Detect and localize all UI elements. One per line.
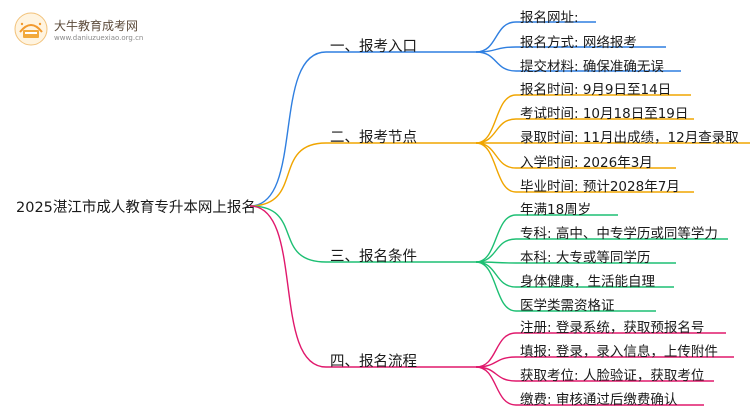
branch-entry: 一、报考入口 xyxy=(330,39,417,55)
branch-to-leaf-connector xyxy=(475,142,517,193)
leaf-timeline-register: 报名时间: 9月9日至14日 xyxy=(520,82,672,98)
logo-url: www.daniuzuexiao.org.cn xyxy=(54,34,144,42)
root-topic: 2025湛江市成人教育专升本网上报名 xyxy=(16,200,256,216)
leaf-condition-health: 身体健康，生活能自理 xyxy=(520,274,655,290)
branch-to-leaf-connector xyxy=(475,261,517,288)
branch-to-leaf-connector xyxy=(475,118,517,144)
branch-to-leaf-connector xyxy=(475,261,517,312)
book-logo-icon xyxy=(14,12,48,46)
leaf-entry-url: 报名网址: xyxy=(520,10,579,26)
leaf-timeline-exam: 考试时间: 10月18日至19日 xyxy=(520,106,689,122)
logo-title: 大牛教育成考网 xyxy=(54,19,139,33)
branch-to-leaf-connector xyxy=(475,238,517,263)
root-to-branch-connector xyxy=(249,205,327,263)
leaf-condition-associate: 专科: 高中、中专学历或同等学力 xyxy=(520,226,718,242)
branch-to-leaf-connector xyxy=(475,366,517,406)
branch-to-leaf-connector xyxy=(475,366,517,382)
leaf-condition-medical: 医学类需资格证 xyxy=(520,298,615,314)
leaf-timeline-admission: 录取时间: 11月出成绩，12月查录取 xyxy=(520,130,739,146)
branch-to-leaf-connector xyxy=(475,142,517,169)
root-to-branch-connector xyxy=(249,205,327,368)
leaf-process-seat: 获取考位: 人脸验证，获取考位 xyxy=(520,368,705,384)
branch-to-leaf-connector xyxy=(475,214,517,263)
leaf-entry-materials: 提交材料: 确保准确无误 xyxy=(520,59,664,75)
leaf-condition-bachelor: 本科: 大专或等同学历 xyxy=(520,250,651,266)
branch-timeline: 二、报考节点 xyxy=(330,130,417,146)
leaf-process-fill: 填报: 登录，录入信息，上传附件 xyxy=(520,344,718,360)
branch-process: 四、报名流程 xyxy=(330,354,417,370)
leaf-condition-age: 年满18周岁 xyxy=(520,202,592,218)
branch-to-leaf-connector xyxy=(475,332,517,368)
root-to-branch-connector xyxy=(249,51,327,207)
branch-to-leaf-connector xyxy=(475,46,517,53)
leaf-process-register: 注册: 登录系统，获取预报名号 xyxy=(520,320,705,336)
branch-conditions: 三、报名条件 xyxy=(330,249,417,265)
site-logo: 大牛教育成考网 www.daniuzuexiao.org.cn xyxy=(14,12,164,50)
leaf-timeline-graduate: 毕业时间: 预计2028年7月 xyxy=(520,179,680,195)
root-to-branch-connector xyxy=(249,142,327,207)
leaf-process-pay: 缴费: 审核通过后缴费确认 xyxy=(520,392,678,408)
branch-to-leaf-connector xyxy=(475,51,517,72)
leaf-timeline-enroll: 入学时间: 2026年3月 xyxy=(520,155,653,171)
leaf-entry-method: 报名方式: 网络报考 xyxy=(520,35,637,51)
